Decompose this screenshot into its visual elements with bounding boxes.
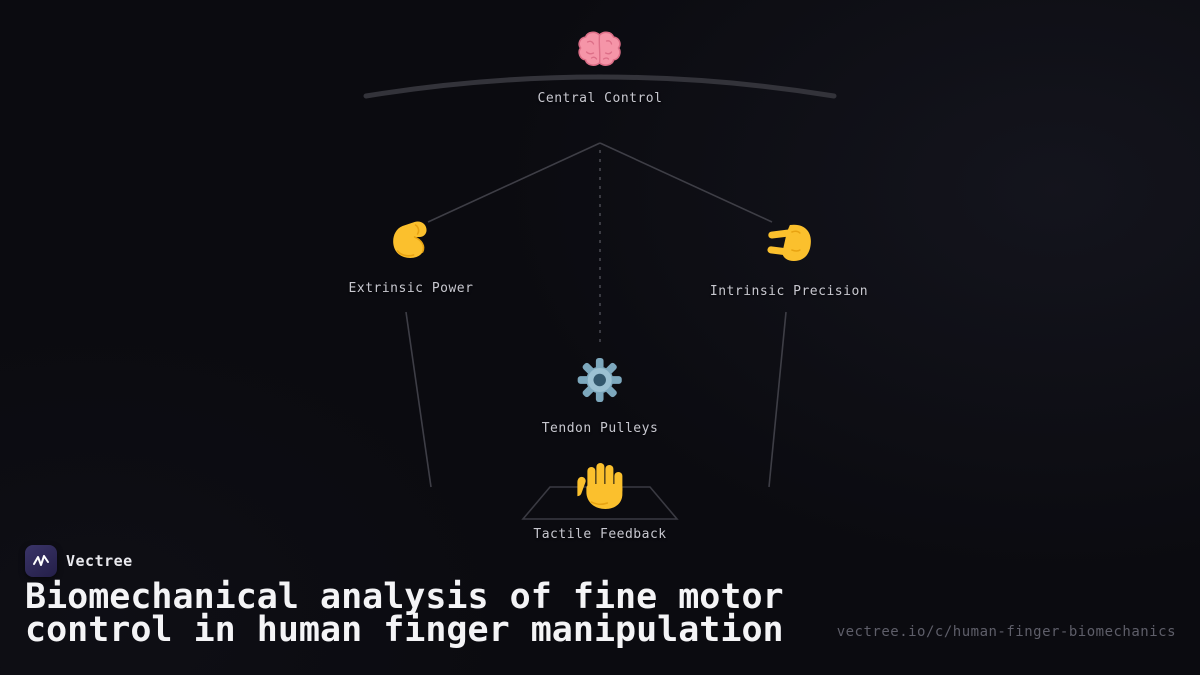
brand-row: Vectree <box>25 545 133 577</box>
vectree-logo-icon <box>25 545 57 577</box>
node-label-central-control: Central Control <box>537 91 663 106</box>
node-tendon-pulleys: Tendon Pulleys <box>542 357 659 436</box>
branch-left <box>427 142 601 223</box>
node-intrinsic-precision: Intrinsic Precision <box>710 220 868 299</box>
top-arc <box>363 74 837 99</box>
page-title-line-1: Biomechanical analysis of fine motor <box>25 577 784 617</box>
node-central-control: Central Control <box>538 27 663 106</box>
base-platform-outline <box>521 486 679 520</box>
node-label-tactile-feedback: Tactile Feedback <box>533 527 667 542</box>
node-extrinsic-power: Extrinsic Power <box>349 217 474 296</box>
node-label-extrinsic-power: Extrinsic Power <box>348 281 474 296</box>
gear-icon <box>577 357 623 403</box>
right-down-line <box>768 311 787 488</box>
page-title: Biomechanical analysis of fine motor con… <box>25 577 784 650</box>
flexed-bicep-icon <box>389 217 433 263</box>
brand-name: Vectree <box>66 552 133 570</box>
left-down-line <box>405 311 432 488</box>
page-title-line-2: control in human finger manipulation <box>25 610 784 650</box>
pinching-hand-icon <box>766 220 812 266</box>
node-label-tendon-pulleys: Tendon Pulleys <box>541 421 659 436</box>
node-tactile-feedback: Tactile Feedback <box>533 463 666 542</box>
branch-right <box>599 142 773 223</box>
node-label-intrinsic-precision: Intrinsic Precision <box>709 284 869 299</box>
share-url: vectree.io/c/human-finger-biomechanics <box>836 624 1176 640</box>
raised-hand-icon <box>576 463 623 509</box>
brain-icon <box>576 27 624 73</box>
